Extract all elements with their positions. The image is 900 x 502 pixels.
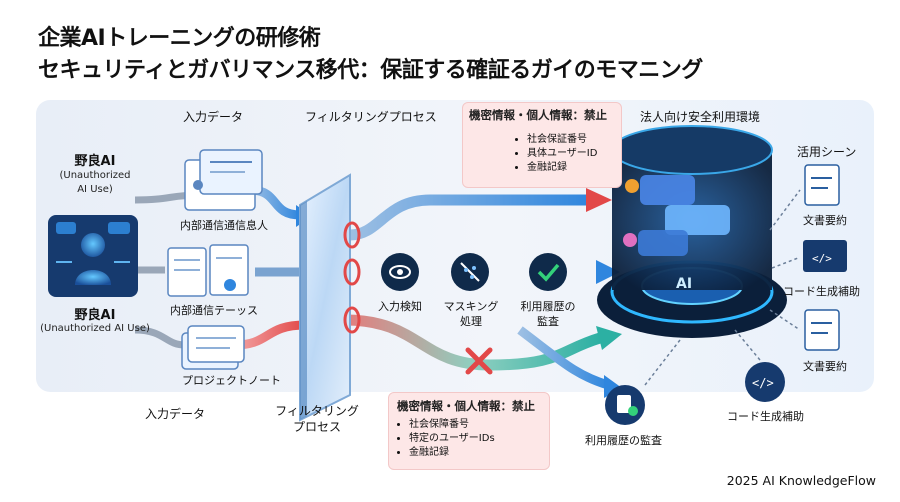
footer-credit: 2025 AI KnowledgeFlow [726,473,876,488]
warning-bottom-item: 金融記録 [409,446,549,460]
left-bottom-label: 野良AI [74,308,116,323]
step-mask-line1: マスキング [443,300,499,313]
usage-item-2: コード生成補助 [783,285,860,298]
document-icon-2 [804,309,840,351]
warning-top-title: 機密情報・個人情報：禁止 [469,108,607,122]
page-title-line1: 企業AIトレーニングの研修術 [38,26,321,51]
code-circle-icon [745,362,785,402]
filter-header-top: フィルタリングプロセス [305,110,437,124]
left-top-sub1: (Unauthorized [59,170,131,181]
blue-flow-audit [517,326,610,390]
usage-item-1: 文書要約 [803,214,847,227]
step-detect-label: 入力検知 [378,300,422,313]
filter-bottom-line2: プロセス [292,420,341,434]
usage-header: 活用シーン [797,145,857,159]
document-icon-1 [804,164,840,206]
blue-flow-top [349,194,590,241]
left-top-sub2: AI Use) [77,184,113,195]
svg-text:</>: </> [812,252,832,265]
step-history-line1: 利用履歴の [520,300,576,313]
check-icon [529,253,567,291]
doc1-label: 内部通信通信息人 [180,219,268,232]
doc-icon-2 [167,247,207,297]
svg-text:</>: </> [752,376,774,390]
x-mark-bottom [465,347,493,375]
warning-bottom-title: 機密情報・個人情報：禁止 [397,399,535,413]
filter-bottom-line1: フィルタリング [275,404,359,418]
warning-top-item: 社会保証番号 [527,133,621,147]
code-window-icon [803,240,847,272]
red-flow-in [234,320,306,350]
top-arrow-head [586,188,612,212]
env-header: 法人向け安全利用環境 [640,110,761,124]
input-header-bottom: 入力データ [145,407,206,421]
warning-box-top: 機密情報・個人情報：禁止 社会保証番号 具体ユーザーID 金融記録 [462,102,622,188]
doc3-label: プロジェクトノート [182,374,281,387]
warning-bottom-item: 特定のユーザーIDs [409,432,549,446]
doc2-label: 内部通信テーッス [170,304,258,317]
ai-text: AI [676,276,693,292]
warning-top-item: 具体ユーザーID [527,147,621,161]
left-bottom-sub: (Unauthorized AI Use) [40,323,150,334]
input-header-top: 入力データ [183,110,244,124]
red-teal-flow [344,314,602,371]
left-top-label: 野良AI [74,154,116,169]
step-mask-line2: 処理 [460,315,482,328]
filter-glass [299,173,351,422]
audit-label: 利用履歴の監査 [585,434,662,447]
step-history-line2: 監査 [537,315,559,328]
page-title-line2: セキュリティとガバリマンス移代：保証する確証るガイのモマニング [38,58,703,83]
warning-bottom-item: 社会保障番号 [409,418,549,432]
usage-item-3: 文書要約 [803,360,847,373]
usage-item-4: コード生成補助 [727,410,804,423]
gray-flow-3 [134,326,186,349]
warning-box-bottom: 機密情報・個人情報：禁止 社会保障番号 特定のユーザーIDs 金融記録 [388,392,550,470]
warning-top-item: 金融記録 [527,161,621,175]
